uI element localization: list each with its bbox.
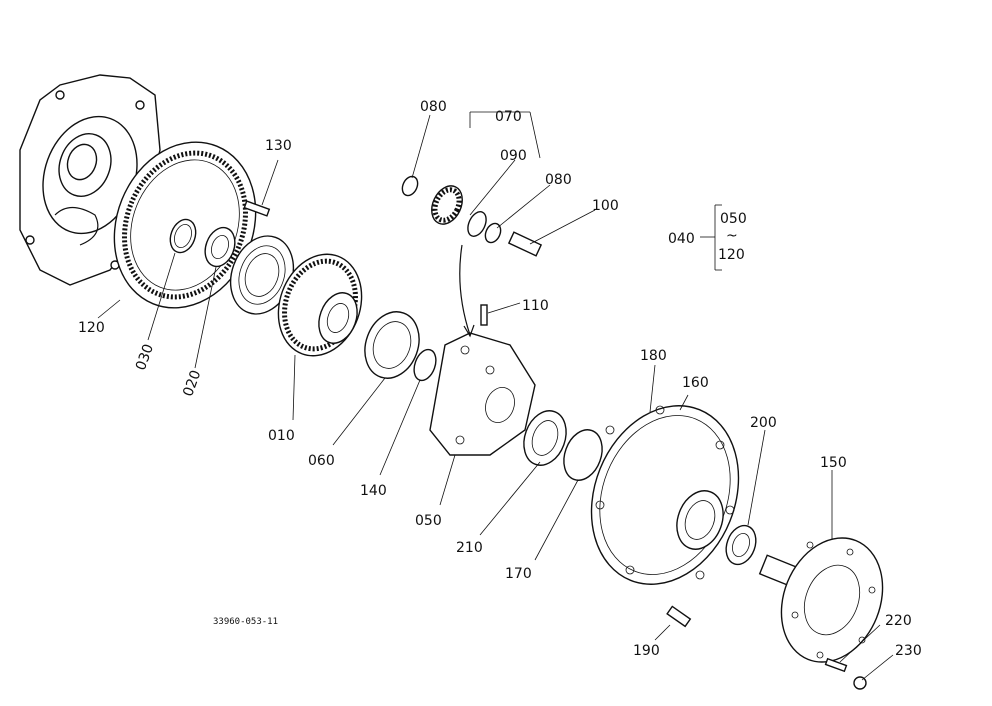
label-180: 180: [640, 348, 667, 364]
label-210: 210: [456, 540, 483, 556]
carrier-050: [429, 332, 536, 456]
range-group-040: 040 050 ~ 120: [668, 211, 747, 263]
washer-080-top: [401, 175, 419, 197]
bearing-020: [204, 226, 236, 268]
drawing-code: 33960-053-11: [213, 617, 278, 627]
range-group-from: 050: [720, 211, 747, 227]
label-150: 150: [820, 455, 847, 471]
label-090: 090: [500, 148, 527, 164]
assembly-arrowhead: [463, 324, 475, 338]
label-030: 030: [133, 342, 157, 373]
label-110: 110: [522, 298, 549, 314]
assembly-arrow: [459, 244, 471, 336]
flange-150: [758, 537, 884, 663]
washer-080-bottom: [484, 222, 502, 244]
label-070: 070: [495, 109, 522, 125]
cover-160: [590, 405, 740, 585]
pin-110: [480, 304, 488, 326]
nut-230: [853, 676, 867, 690]
label-170: 170: [505, 566, 532, 582]
gear-010: [277, 253, 363, 357]
label-080-bottom: 080: [545, 172, 572, 188]
label-050: 050: [415, 513, 442, 529]
seal-200: [725, 524, 757, 566]
bolt-190: [666, 605, 692, 628]
range-group-to: 120: [718, 247, 745, 263]
label-200: 200: [750, 415, 777, 431]
label-100: 100: [592, 198, 619, 214]
label-230: 230: [895, 643, 922, 659]
bearing-large: [229, 235, 295, 315]
range-group-label: 040: [668, 231, 695, 247]
label-140: 140: [360, 483, 387, 499]
pin-130: [243, 200, 271, 217]
needle-bearing-090: [467, 211, 487, 237]
label-010: 010: [268, 428, 295, 444]
label-220: 220: [885, 613, 912, 629]
shaft-100: [507, 231, 543, 257]
range-group-tilde: ~: [726, 228, 738, 244]
o-ring-170: [563, 429, 603, 481]
label-120: 120: [78, 320, 105, 336]
snap-ring-140: [413, 348, 437, 382]
label-080-top: 080: [420, 99, 447, 115]
label-060: 060: [308, 453, 335, 469]
snap-ring-030: [169, 218, 197, 254]
bearing-060: [364, 311, 420, 379]
label-160: 160: [682, 375, 709, 391]
bolt-220: [824, 657, 848, 673]
label-190: 190: [633, 643, 660, 659]
planet-gear: [431, 185, 463, 225]
bearing-210: [523, 410, 567, 466]
leader-lines: [97, 111, 894, 681]
label-130: 130: [265, 138, 292, 154]
label-020: 020: [180, 368, 204, 399]
